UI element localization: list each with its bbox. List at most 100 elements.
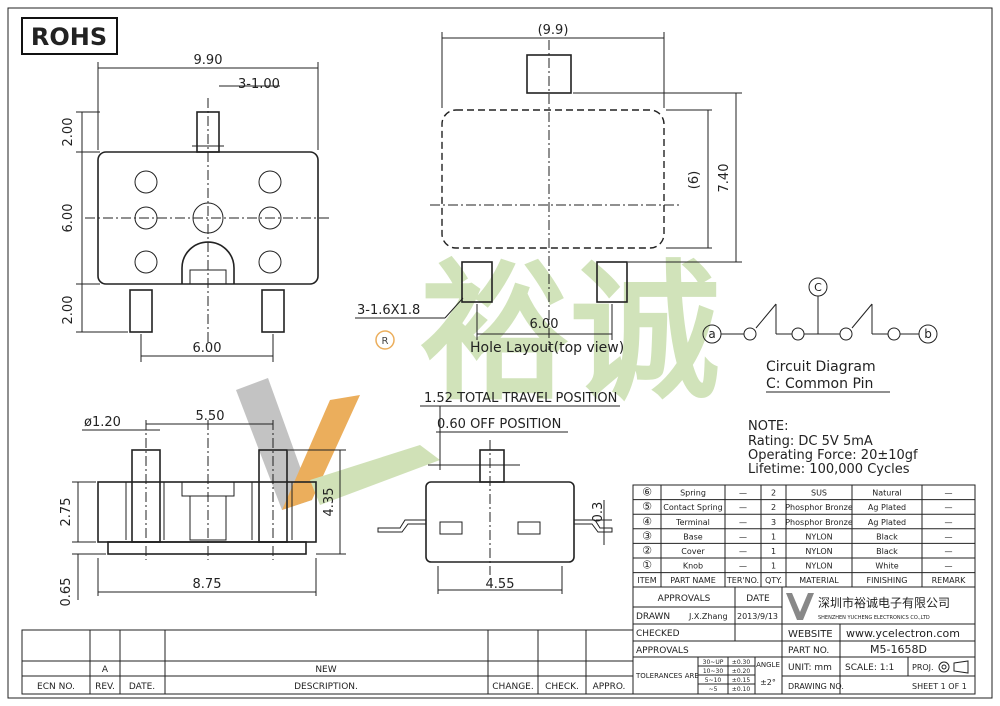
- hole-layout-outline: [441, 109, 665, 249]
- tb-tolerances-label: TOLERANCES ARE: [635, 672, 699, 680]
- bom-header-cell: TER'NO.: [726, 576, 759, 585]
- bom-cell-item: ②: [642, 544, 652, 557]
- bom-cell-qty: 2: [771, 489, 776, 498]
- hole-layout-top-dim: (9.9): [538, 23, 569, 38]
- side-view-lead-dim: 0.3: [591, 502, 606, 523]
- tb-proj: PROJ.: [912, 663, 934, 672]
- bom-cell-qty: 3: [771, 518, 776, 527]
- bom-cell-name: Terminal: [675, 518, 710, 527]
- svg-text:±0.20: ±0.20: [732, 668, 751, 675]
- notes-lifetime: Lifetime: 100,000 Cycles: [748, 462, 910, 477]
- bom-cell-ter: —: [739, 503, 747, 512]
- bom-cell-name: Cover: [681, 547, 705, 556]
- watermark-registered-icon: [375, 330, 395, 350]
- hole-layout-inner-dim: (6): [687, 171, 702, 189]
- front-view: ø1.20 5.50 4.35 2.75 0.65 8.75: [59, 409, 346, 606]
- bom-cell-item: ⑥: [642, 486, 652, 499]
- sheet-frame: [7, 7, 993, 699]
- notes-rating: Rating: DC 5V 5mA: [748, 434, 873, 449]
- svg-text:b: b: [924, 327, 932, 341]
- tb-sheet: SHEET 1 OF 1: [912, 682, 967, 691]
- bom-cell-material: NYLON: [805, 547, 832, 556]
- bom-cell-remark: —: [945, 518, 953, 527]
- front-view-base-dim: 0.65: [59, 578, 74, 607]
- svg-text:10~30: 10~30: [703, 668, 723, 675]
- bom-cell-remark: —: [945, 489, 953, 498]
- yucheng-watermark: R 裕诚: [236, 247, 720, 510]
- bom-cell-material: NYLON: [805, 562, 832, 571]
- bom-cell-name: Knob: [683, 562, 703, 571]
- bom-cell-name: Base: [683, 532, 703, 541]
- rev-change-header: CHANGE.: [492, 682, 533, 692]
- front-view-body-dim: 2.75: [59, 498, 74, 527]
- bom-cell-finish: Ag Plated: [868, 503, 906, 512]
- bom-cell-ter: —: [739, 547, 747, 556]
- rev-appro-header: APPRO.: [593, 682, 626, 692]
- top-view-bottom-dim: 6.00: [193, 341, 222, 356]
- notes-force: Operating Force: 20±10gf: [748, 448, 918, 463]
- tb-approvals-header: APPROVALS: [658, 594, 711, 604]
- bom-cell-material: Phosphor Bronze: [785, 503, 853, 512]
- bom-cell-item: ⑤: [642, 500, 652, 513]
- svg-text:30~UP: 30~UP: [703, 659, 724, 666]
- hole-layout-caption: Hole Layout(top view): [470, 340, 624, 356]
- bom-cell-remark: —: [945, 503, 953, 512]
- bom-cell-qty: 1: [771, 547, 776, 556]
- svg-text:±0.10: ±0.10: [732, 686, 751, 693]
- tb-company-en: SHENZHEN YUCHENG ELECTRONICS CO.,LTD: [818, 615, 930, 621]
- tb-checked-label: CHECKED: [636, 629, 680, 639]
- watermark-v-left: [236, 378, 312, 510]
- rev-date-header: DATE.: [129, 682, 155, 692]
- bom-cell-ter: —: [739, 562, 747, 571]
- circuit-subtitle: C: Common Pin: [766, 376, 873, 392]
- bom-header-cell: MATERIAL: [799, 576, 839, 585]
- tb-unit: UNIT: mm: [788, 663, 832, 673]
- rohs-badge-text: ROHS: [31, 23, 107, 51]
- bom-cell-remark: —: [945, 547, 953, 556]
- bom-cell-item: ④: [642, 515, 652, 528]
- tb-angle-value: ±2°: [760, 678, 776, 687]
- rev-check-header: CHECK.: [545, 682, 579, 692]
- rev-ecn-header: ECN NO.: [37, 682, 75, 692]
- tb-partno-label: PART NO.: [788, 646, 829, 656]
- top-view-width-dim: 9.90: [194, 53, 223, 68]
- rev-rev-header: REV.: [95, 682, 115, 692]
- projection-symbol-icon: [938, 660, 969, 674]
- tb-approvals-label: APPROVALS: [636, 646, 689, 656]
- watermark-swoosh: [310, 445, 440, 505]
- watermark-registered-mark: R: [382, 336, 389, 347]
- title-block: APPROVALS DATE DRAWN J.X.Zhang 2013/9/13…: [632, 586, 976, 695]
- rev-new: NEW: [315, 665, 336, 675]
- bom-cell-qty: 1: [771, 532, 776, 541]
- bom-cell-name: Contact Spring: [663, 503, 722, 512]
- rohs-badge: ROHS: [21, 17, 118, 55]
- bom-cell-finish: Ag Plated: [868, 518, 906, 527]
- tb-partno: M5-1658D: [870, 643, 927, 656]
- svg-text:C: C: [814, 281, 822, 294]
- svg-text:a: a: [708, 327, 715, 341]
- front-view-height-dim: 4.35: [322, 488, 337, 517]
- bom-cell-item: ③: [642, 529, 652, 542]
- bom-cell-finish: Black: [876, 532, 898, 541]
- bom-header-cell: FINISHING: [867, 576, 908, 585]
- hole-layout-pitch-dim: 6.00: [530, 317, 559, 332]
- bom-cell-remark: —: [945, 562, 953, 571]
- side-view-width-dim: 4.55: [486, 577, 515, 592]
- rev-desc-header: DESCRIPTION.: [294, 682, 358, 692]
- hole-layout-pad-dim: 3-1.6X1.8: [357, 303, 420, 318]
- bom-header-cell: QTY.: [765, 576, 782, 585]
- hole-layout: (9.9) 7.40 (6) 3-1.6X1.8 6.00 Hole Layou…: [355, 23, 742, 356]
- bom-cell-finish: Black: [876, 547, 898, 556]
- top-view: 9.90 3-1.00 2.00 6.00 2.00 6.00: [61, 53, 330, 362]
- bom-header-cell: REMARK: [932, 576, 967, 585]
- tb-website: www.ycelectron.com: [846, 627, 960, 640]
- bom-cell-material: NYLON: [805, 532, 832, 541]
- bom-cell-ter: —: [739, 489, 747, 498]
- bom-cell-ter: —: [739, 518, 747, 527]
- tb-date-header: DATE: [746, 594, 770, 604]
- side-view: 1.52 TOTAL TRAVEL POSITION 0.60 OFF POSI…: [377, 391, 620, 594]
- front-view-pitch-dim: 5.50: [196, 409, 225, 424]
- tb-company-cn: 深圳市裕诚电子有限公司: [818, 595, 950, 610]
